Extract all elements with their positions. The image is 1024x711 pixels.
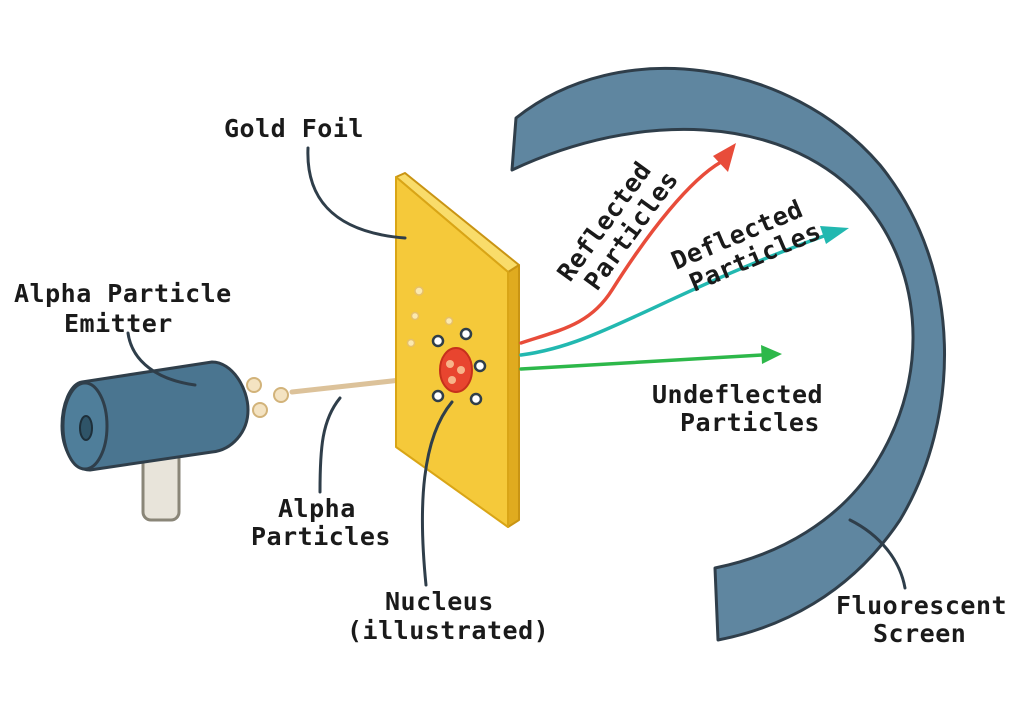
- nucleus: [439, 347, 473, 393]
- electron: [431, 334, 445, 348]
- undeflected-path: [519, 353, 764, 371]
- alpha-label-line2: Particles: [251, 522, 391, 551]
- fluorescent-screen: [510, 66, 947, 642]
- gold-foil-leader: [306, 146, 407, 240]
- nucleus-leader: [420, 400, 454, 587]
- foil-atom: [444, 316, 454, 326]
- undeflected-label-line2: Particles: [680, 408, 820, 437]
- electron: [431, 389, 445, 403]
- foil-atom: [410, 311, 420, 321]
- reflected-arrowhead: [713, 143, 736, 172]
- emitter-label-line2: Emitter: [64, 309, 173, 338]
- screen-label-line1: Fluorescent: [836, 591, 1007, 620]
- deflected-path: [519, 231, 834, 357]
- nucleus-label-line2: (illustrated): [347, 616, 549, 645]
- emitter-leader: [126, 331, 197, 387]
- undeflected-label-line1: Undeflected: [652, 380, 823, 409]
- foil-atom: [414, 286, 424, 296]
- alpha-particle: [252, 402, 268, 418]
- nucleon: [448, 376, 456, 384]
- electron: [473, 359, 487, 373]
- alpha-particles-leader: [318, 396, 342, 494]
- emitter-label-line1: Alpha Particle: [14, 279, 232, 308]
- gold-foil-label: Gold Foil: [224, 114, 364, 143]
- emitter-aperture: [79, 415, 93, 441]
- alpha-label-line1: Alpha: [278, 494, 356, 523]
- deflected-arrowhead: [820, 226, 849, 244]
- screen-label-line2: Screen: [873, 619, 966, 648]
- gold-foil-side: [507, 264, 520, 528]
- electron: [469, 392, 483, 406]
- alpha-particle: [246, 377, 262, 393]
- nucleon: [446, 360, 454, 368]
- reflected-path: [519, 160, 723, 345]
- alpha-particle: [273, 387, 289, 403]
- nucleus-label-line1: Nucleus: [385, 587, 494, 616]
- undeflected-arrowhead: [761, 345, 782, 364]
- nucleon: [457, 366, 465, 374]
- electron: [459, 327, 473, 341]
- foil-atom: [406, 338, 416, 348]
- screen-leader: [848, 518, 907, 590]
